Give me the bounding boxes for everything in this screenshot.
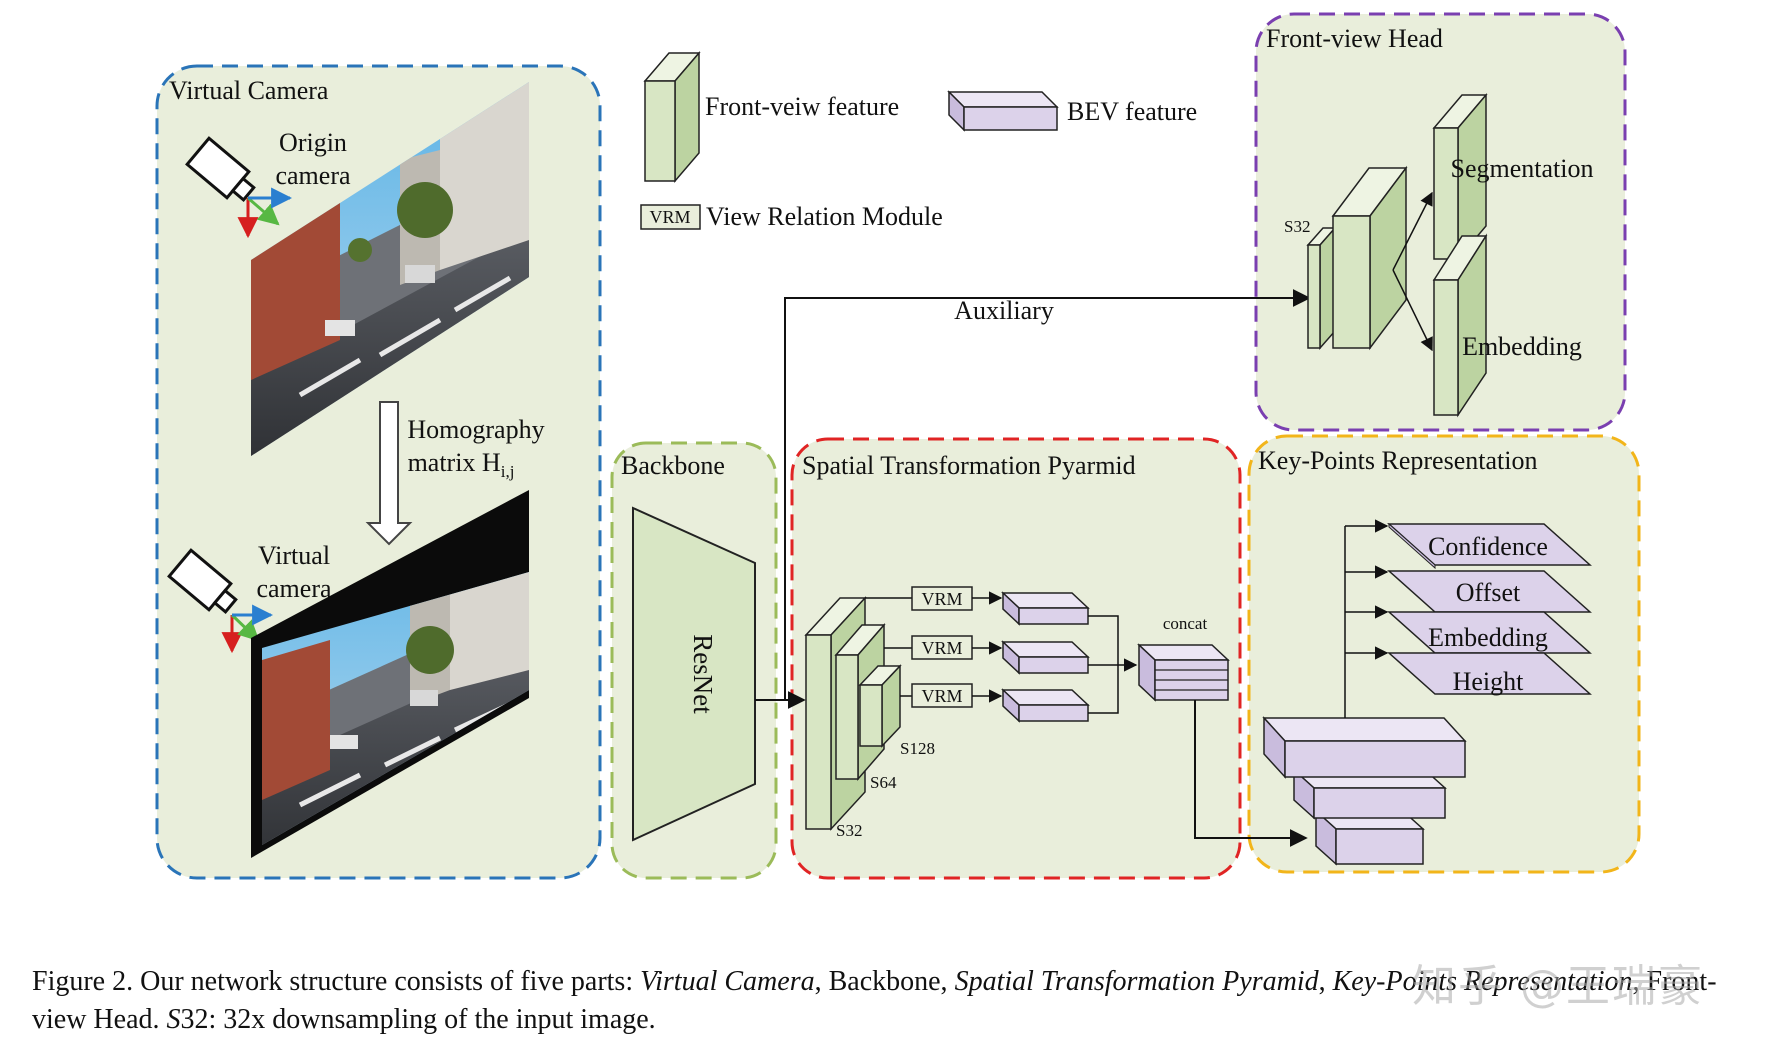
caption-s32-number: 32 <box>180 1004 209 1035</box>
resnet-block <box>632 506 756 842</box>
bev-feature-legend-icon <box>947 90 1059 132</box>
caption-sep-3: , Front-view Head. <box>32 966 1717 1035</box>
homography-label-2: matrix Hi,j <box>408 448 515 481</box>
svg-text:Offset: Offset <box>1456 578 1521 607</box>
svg-text:VRM: VRM <box>921 686 962 706</box>
front-view-head-title: Front-view Head <box>1266 24 1443 53</box>
svg-text:Confidence: Confidence <box>1428 532 1548 561</box>
origin-camera-label-2: camera <box>275 161 351 190</box>
stp-scale-s64: S64 <box>870 773 897 792</box>
vrm-box-3: VRM <box>911 683 973 708</box>
caption-prefix: Figure 2. Our network structure consists… <box>32 966 641 997</box>
fvh-output-embedding: Embedding <box>1462 332 1582 361</box>
kp-output-offset: Offset <box>1387 570 1592 613</box>
stp-bev-feature-3 <box>1001 688 1090 723</box>
concat-to-keypoints-arrow <box>1194 700 1308 847</box>
kp-output-embedding: Embedding <box>1387 611 1592 654</box>
fvh-output-segmentation: Segmentation <box>1451 154 1594 183</box>
caption-s32-symbol: S <box>166 1004 181 1035</box>
virtual-camera-title: Virtual Camera <box>169 76 329 105</box>
origin-camera-icon <box>185 136 293 239</box>
front-view-feature-legend-icon <box>643 50 701 184</box>
keypoints-title: Key-Points Representation <box>1258 446 1537 475</box>
backbone-title: Backbone <box>621 451 725 480</box>
watermark: 知乎 @王瑞豪 <box>1412 961 1704 1012</box>
caption-part-virtual-camera: Virtual Camera <box>640 966 815 997</box>
vrm-legend-label: View Relation Module <box>706 202 943 231</box>
stp-feature-s128 <box>858 664 902 748</box>
fvh-branch-arrows <box>1392 191 1433 352</box>
svg-text:Embedding: Embedding <box>1428 623 1548 652</box>
kp-output-confidence: Confidence <box>1387 522 1592 570</box>
concat-merge-lines <box>1088 615 1138 714</box>
fvh-feature-large <box>1331 165 1408 351</box>
kp-bev-block-top <box>1262 716 1467 779</box>
vrm-legend-tag: VRM <box>640 204 701 230</box>
origin-camera-label-1: Origin <box>279 128 347 157</box>
homography-label-1: Homography <box>407 415 544 444</box>
stp-scale-s128: S128 <box>900 739 935 758</box>
kp-output-height: Height <box>1387 652 1592 696</box>
caption-suffix: : 32x downsampling of the input image. <box>208 1004 656 1035</box>
kp-branch-arrows <box>1344 519 1389 718</box>
caption-sep-2: , <box>1318 966 1333 997</box>
fvh-scale-label: S32 <box>1284 217 1310 236</box>
concat-label: concat <box>1163 614 1208 633</box>
caption-sep-1: , Backbone, <box>814 966 955 997</box>
figure-caption: Figure 2. Our network structure consists… <box>32 963 1762 1039</box>
fvh-segmentation-map <box>1432 92 1488 262</box>
stp-bev-feature-1 <box>1001 591 1090 626</box>
svg-text:VRM: VRM <box>649 207 690 227</box>
resnet-label: ResNet <box>688 634 718 714</box>
auxiliary-label: Auxiliary <box>954 296 1054 325</box>
stp-title: Spatial Transformation Pyarmid <box>802 451 1136 480</box>
caption-part-stp: Spatial Transformation Pyramid <box>954 966 1319 997</box>
fvh-embedding-map <box>1432 233 1488 418</box>
auxiliary-arrow <box>784 289 1311 700</box>
vrm-box-1: VRM <box>911 586 973 611</box>
bev-feature-legend-label: BEV feature <box>1067 97 1197 126</box>
stp-bev-feature-2 <box>1001 640 1090 675</box>
virtual-camera-label-2: camera <box>256 574 332 603</box>
fvh-feature-small <box>1306 226 1337 350</box>
front-view-feature-legend-label: Front-veiw feature <box>705 92 899 121</box>
stp-scale-s32: S32 <box>836 821 862 840</box>
kp-bev-block-bottom <box>1314 809 1425 866</box>
svg-text:VRM: VRM <box>921 638 962 658</box>
svg-text:VRM: VRM <box>921 589 962 609</box>
svg-text:Height: Height <box>1453 667 1525 696</box>
virtual-camera-label-1: Virtual <box>258 541 330 570</box>
vrm-box-2: VRM <box>911 635 973 660</box>
caption-part-keypoints: Key-Points Representation <box>1332 966 1633 997</box>
concat-block <box>1137 643 1230 702</box>
virtual-camera-icon <box>167 548 274 654</box>
homography-arrow <box>365 401 413 546</box>
